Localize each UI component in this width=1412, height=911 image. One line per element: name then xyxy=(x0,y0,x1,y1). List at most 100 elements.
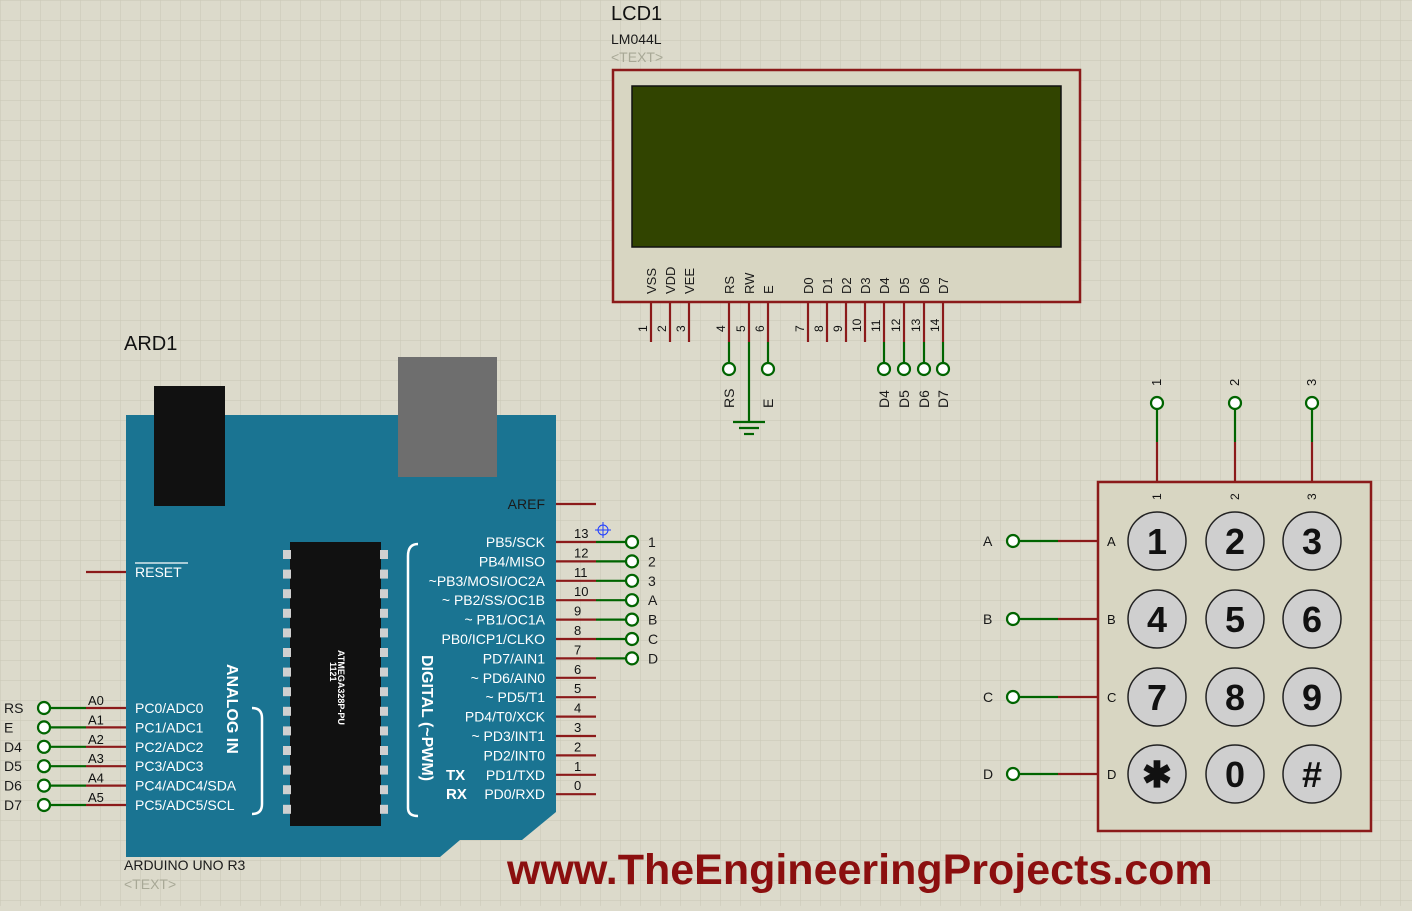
digital-pin-name: PD0/RXD xyxy=(484,786,545,802)
keypad-key[interactable] xyxy=(1205,667,1265,727)
digital-pin-name: PD2/INT0 xyxy=(484,747,546,763)
lcd-net-terminal xyxy=(760,361,776,377)
lcd-net-label: RS xyxy=(721,389,737,408)
digital-pin-number: 7 xyxy=(574,642,581,657)
digital-net-terminal xyxy=(624,631,640,647)
keypad-row-net-label: A xyxy=(983,533,993,549)
analog-net-terminal xyxy=(36,739,52,754)
digital-pin-name: PD1/TXD xyxy=(486,767,545,783)
analog-pin-name: PC1/ADC1 xyxy=(135,719,204,735)
analog-pin-name: PC2/ADC2 xyxy=(135,739,204,755)
analog-pin-number: A4 xyxy=(88,771,104,786)
analog-net-label: D7 xyxy=(4,797,22,813)
digital-pin-number: 13 xyxy=(574,526,588,541)
lcd-screen xyxy=(631,85,1062,248)
analog-net-label: D4 xyxy=(4,739,22,755)
chip-leg xyxy=(283,608,291,618)
keypad-key[interactable] xyxy=(1127,589,1187,649)
lcd-pin-name: D2 xyxy=(839,277,854,294)
keypad-key[interactable] xyxy=(1282,667,1342,727)
digital-bracket xyxy=(406,542,419,818)
power-jack xyxy=(154,386,225,506)
chip-leg xyxy=(283,550,291,559)
keypad-row-terminal xyxy=(1005,689,1021,705)
analog-net-label: E xyxy=(4,719,13,735)
digital-pin-name: ~ PD3/INT1 xyxy=(471,728,545,744)
digital-pin-name: PB4/MISO xyxy=(479,553,545,569)
chip-leg xyxy=(380,569,388,579)
lcd-pin-number: 4 xyxy=(714,325,728,332)
keypad-key[interactable] xyxy=(1127,744,1187,804)
keypad-col-pin-label: 3 xyxy=(1305,493,1319,500)
keypad-row-net-label: B xyxy=(983,611,992,627)
digital-pin-name: ~ PB1/OC1A xyxy=(464,612,545,628)
keypad-key-label: ✱ xyxy=(1142,754,1172,795)
keypad-key[interactable] xyxy=(1282,744,1342,804)
chip-leg xyxy=(283,785,291,795)
chip-leg xyxy=(283,706,291,716)
keypad-key[interactable] xyxy=(1127,511,1187,571)
chip-leg xyxy=(380,687,388,697)
keypad-key[interactable] xyxy=(1205,744,1265,804)
keypad-row-pin-label: D xyxy=(1107,767,1116,782)
analog-net-label: D5 xyxy=(4,758,22,774)
lcd-pin-name: D0 xyxy=(801,277,816,294)
keypad-key[interactable] xyxy=(1127,667,1187,727)
watermark-text: www.TheEngineeringProjects.com xyxy=(506,846,1213,894)
lcd-pin-name: D1 xyxy=(820,277,835,294)
analog-net-terminal xyxy=(36,720,52,735)
keypad-key-label: 0 xyxy=(1225,754,1245,795)
lcd-pin-name: VSS xyxy=(644,268,659,294)
arduino-board[interactable]: ARD1 1121 ATMEGA328P-PU DIGITAL (~PWM) A… xyxy=(4,333,658,892)
lcd-module[interactable]: LCD1 LM044L <TEXT> VSS1VDD2VEE3RS4RW5E6D… xyxy=(611,3,1082,436)
lcd-pin-name: D3 xyxy=(858,277,873,294)
analog-pin-number: A2 xyxy=(88,732,104,747)
digital-net-label: 3 xyxy=(648,573,656,589)
keypad-row-terminal xyxy=(1005,611,1021,627)
keypad-key[interactable] xyxy=(1205,589,1265,649)
keypad-key-label: 3 xyxy=(1302,521,1322,562)
lcd-net-label: D7 xyxy=(935,390,951,408)
digital-pin-name: PD7/AIN1 xyxy=(483,650,545,666)
keypad-col-terminal xyxy=(1149,395,1165,411)
lcd-pin-name: E xyxy=(761,285,776,294)
lcd-net-terminal xyxy=(935,361,951,377)
reset-label: RESET xyxy=(135,564,182,580)
analog-net-terminal xyxy=(36,797,52,813)
keypad-key-label: 8 xyxy=(1225,677,1245,718)
analog-pin-name: PC4/ADC4/SDA xyxy=(135,778,237,794)
lcd-ref-label: LCD1 xyxy=(611,3,662,25)
analog-pin-number: A5 xyxy=(88,790,104,805)
arduino-ref-label: ARD1 xyxy=(124,333,177,355)
digital-pin-number: 1 xyxy=(574,759,581,774)
chip-legs xyxy=(283,550,388,814)
chip-leg xyxy=(380,589,388,599)
lcd-pin-name: D5 xyxy=(897,277,912,294)
chip-leg xyxy=(283,687,291,697)
keypad-key[interactable] xyxy=(1205,511,1265,571)
analog-bracket xyxy=(251,706,264,816)
lcd-net-terminal xyxy=(916,361,932,377)
digital-net-label: B xyxy=(648,612,657,628)
lcd-net-terminal xyxy=(896,361,912,377)
keypad-col-terminal xyxy=(1304,395,1320,411)
analog-pin-number: A1 xyxy=(88,712,104,727)
digital-pin-name: ~ PD5/T1 xyxy=(485,689,545,705)
lcd-pin-number: 14 xyxy=(928,318,942,332)
chip-leg xyxy=(380,706,388,716)
keypad-key[interactable] xyxy=(1282,511,1342,571)
chip-leg xyxy=(380,726,388,736)
keypad-key[interactable] xyxy=(1282,589,1342,649)
digital-pin-number: 9 xyxy=(574,604,581,619)
aref-label: AREF xyxy=(508,496,545,512)
chip-leg xyxy=(283,726,291,736)
keypad-key-label: 5 xyxy=(1225,599,1245,640)
digital-pin-name: PD4/T0/XCK xyxy=(465,709,546,725)
digital-pin-number: 5 xyxy=(574,681,581,696)
digital-net-terminal xyxy=(624,554,640,569)
